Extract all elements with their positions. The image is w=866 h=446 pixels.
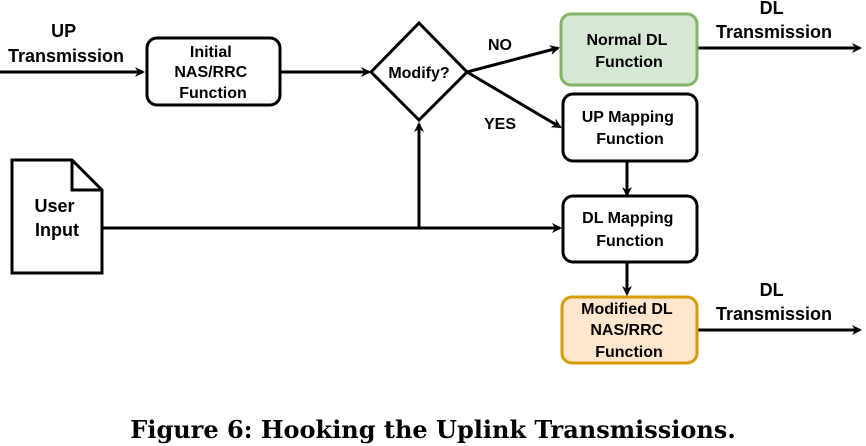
dl-mapping-box: [561, 194, 699, 264]
up-mapping-label: UP Mapping Function: [582, 109, 679, 148]
modify-decision-diamond: [368, 20, 470, 123]
dl-mapping-line2: Function: [596, 233, 664, 250]
figure-caption: Figure 6: Hooking the Uplink Transmissio…: [130, 415, 735, 444]
modified-dl-line1: Modified DL: [581, 301, 673, 318]
branch-no-label: NO: [488, 37, 512, 54]
dl-transmission-top-line2: Transmission: [716, 22, 832, 42]
up-mapping-line1: UP Mapping: [582, 109, 674, 126]
dl-transmission-bottom-line2: Transmission: [716, 304, 832, 324]
user-input-line1: User: [34, 196, 74, 216]
modified-dl-box: [560, 295, 699, 365]
up-transmission-line2: Transmission: [8, 46, 124, 66]
edge-modify-yes: [466, 70, 562, 129]
user-input-document-fold: [70, 160, 102, 192]
initial-nas-rrc-box: [145, 36, 282, 107]
user-input-label: User Input: [34, 196, 79, 240]
dl-mapping-label: DL Mapping Function: [582, 210, 678, 250]
dl-mapping-line1: DL Mapping: [582, 210, 673, 227]
up-transmission-line1: UP: [51, 21, 76, 41]
dl-transmission-top-line1: DL: [760, 0, 784, 18]
dl-transmission-bottom-label: DL Transmission: [716, 280, 832, 324]
modified-dl-line2: NAS/RRC: [590, 322, 663, 339]
modified-dl-line3: Function: [595, 344, 663, 361]
dl-transmission-bottom-line1: DL: [760, 280, 784, 300]
up-transmission-label: UP Transmission: [8, 21, 124, 66]
initial-nas-rrc-label: Initial NAS/RRC Function: [174, 44, 251, 102]
initial-nas-rrc-line1: Initial: [190, 44, 232, 61]
up-mapping-line2: Function: [596, 131, 664, 148]
up-mapping-box: [561, 92, 699, 163]
initial-nas-rrc-line2: NAS/RRC: [174, 64, 247, 81]
initial-nas-rrc-line3: Function: [179, 85, 247, 102]
user-input-document: [10, 158, 104, 275]
normal-dl-box: [559, 12, 699, 87]
modified-dl-label: Modified DL NAS/RRC Function: [581, 301, 677, 361]
normal-dl-label: Normal DL Function: [586, 32, 671, 71]
normal-dl-line1: Normal DL: [586, 32, 667, 49]
branch-yes-label: YES: [484, 116, 516, 133]
edge-modify-no: [466, 45, 560, 74]
normal-dl-line2: Function: [595, 54, 663, 71]
modify-decision-label: Modify?: [388, 65, 449, 82]
dl-transmission-top-label: DL Transmission: [716, 0, 832, 42]
user-input-line2: Input: [35, 220, 79, 240]
